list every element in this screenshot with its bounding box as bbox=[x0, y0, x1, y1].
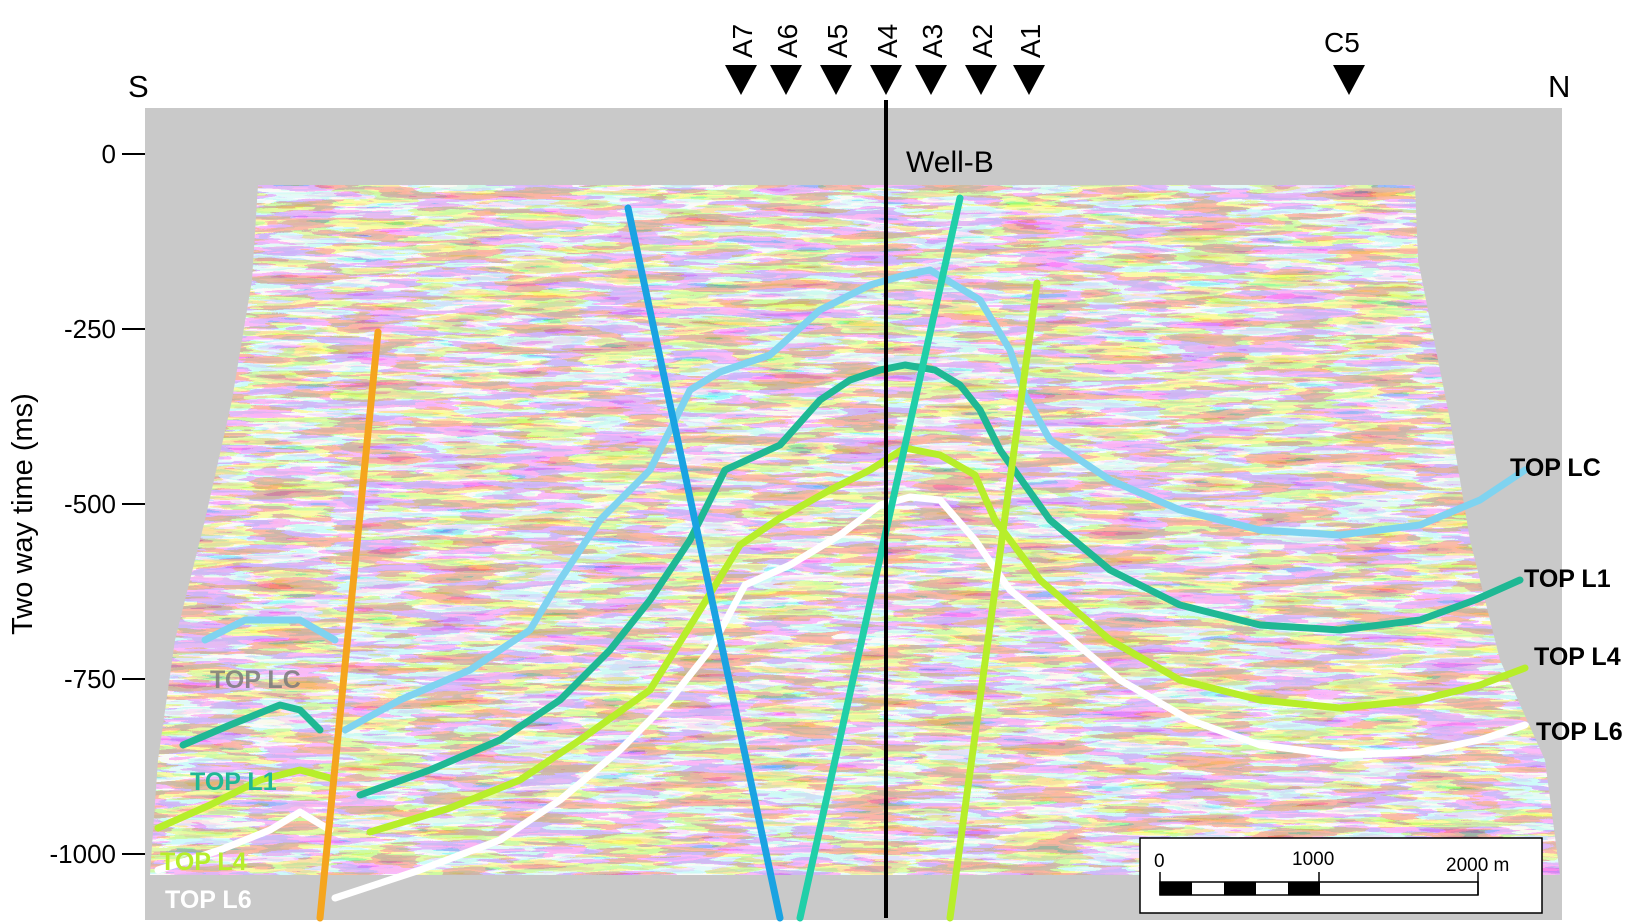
triangle-icon bbox=[770, 65, 802, 95]
tick-label: -1000 bbox=[50, 839, 117, 869]
y-axis: Two way time (ms) 0 -250 -500 -750 -1000 bbox=[7, 139, 145, 869]
horizon-label-left-top-lc: TOP LC bbox=[210, 666, 301, 694]
scale-label: 0 bbox=[1154, 851, 1165, 872]
triangle-icon bbox=[725, 65, 757, 95]
triangle-icon bbox=[965, 65, 997, 95]
y-axis-title: Two way time (ms) bbox=[7, 393, 39, 635]
scale-segment bbox=[1160, 882, 1192, 895]
fault-line bbox=[946, 279, 1041, 922]
well-label: A1 bbox=[1015, 24, 1046, 58]
well-marker-a5: A5 bbox=[820, 24, 853, 95]
y-tick: -750 bbox=[64, 664, 145, 694]
scale-segment bbox=[1224, 882, 1256, 895]
y-tick: -1000 bbox=[50, 839, 145, 869]
triangle-icon bbox=[915, 65, 947, 95]
horizon-label-left-top-l6: TOP L6 bbox=[165, 886, 252, 914]
horizon-label-top-lc: TOP LC bbox=[1510, 454, 1601, 482]
horizon-label-left-top-l1: TOP L1 bbox=[190, 768, 277, 796]
well-label: A7 bbox=[727, 24, 758, 58]
horizon-top-l4-line bbox=[366, 444, 1529, 836]
horizon-label-top-l1: TOP L1 bbox=[1524, 565, 1611, 593]
well-marker-a7: A7 bbox=[725, 24, 758, 95]
triangle-icon bbox=[820, 65, 852, 95]
tick-label: -500 bbox=[64, 489, 116, 519]
fault-line bbox=[796, 194, 964, 922]
horizon-top-l6-line bbox=[331, 493, 1529, 902]
scale-label: 1000 bbox=[1292, 849, 1334, 870]
well-label: A3 bbox=[917, 24, 948, 58]
well-marker-a3: A3 bbox=[915, 24, 948, 95]
horizon-top-l1-line bbox=[356, 361, 1524, 799]
horizons bbox=[154, 266, 1529, 902]
well-markers: A7 A6 A5 A4 A3 A2 A1 C5 bbox=[725, 24, 1365, 95]
triangle-icon bbox=[1333, 65, 1365, 95]
scale-segment bbox=[1288, 882, 1320, 895]
well-label: A2 bbox=[967, 24, 998, 58]
triangle-icon bbox=[1013, 65, 1045, 95]
fault-line bbox=[624, 204, 784, 922]
south-label: S bbox=[128, 69, 149, 104]
well-marker-a2: A2 bbox=[965, 24, 998, 95]
scale-label: 2000 m bbox=[1446, 855, 1509, 876]
horizon-top-lc-line bbox=[341, 266, 1529, 734]
well-b-label: Well-B bbox=[906, 146, 994, 179]
faults bbox=[316, 194, 1041, 922]
horizon-top-l4-line bbox=[154, 766, 334, 832]
horizon-label-left-top-l4: TOP L4 bbox=[160, 848, 247, 876]
tick-label: 0 bbox=[102, 139, 116, 169]
horizon-top-l6-line bbox=[154, 808, 334, 874]
y-tick: -250 bbox=[64, 314, 145, 344]
horizon-label-top-l6: TOP L6 bbox=[1536, 718, 1623, 746]
scale-bar-box bbox=[1139, 837, 1543, 914]
well-label: A5 bbox=[822, 24, 853, 58]
y-tick: -500 bbox=[64, 489, 145, 519]
triangle-icon bbox=[870, 65, 902, 95]
horizon-top-l1-line bbox=[179, 701, 324, 749]
well-marker-a1: A1 bbox=[1013, 24, 1046, 95]
well-marker-c5: C5 bbox=[1324, 27, 1365, 95]
seismic-texture bbox=[150, 185, 1560, 875]
well-label: A6 bbox=[772, 24, 803, 58]
tick-label: -250 bbox=[64, 314, 116, 344]
y-tick: 0 bbox=[102, 139, 145, 169]
scale-bar: 0 1000 2000 m bbox=[1139, 837, 1543, 914]
well-marker-a6: A6 bbox=[770, 24, 803, 95]
horizon-label-top-l4: TOP L4 bbox=[1534, 643, 1621, 671]
well-marker-a4: A4 bbox=[870, 24, 903, 95]
well-label: C5 bbox=[1324, 27, 1360, 58]
horizon-top-lc-line bbox=[201, 616, 339, 644]
fault-line bbox=[316, 328, 382, 922]
north-label: N bbox=[1548, 69, 1570, 104]
tick-label: -750 bbox=[64, 664, 116, 694]
well-label: A4 bbox=[872, 24, 903, 58]
seismic-data bbox=[150, 185, 1560, 875]
